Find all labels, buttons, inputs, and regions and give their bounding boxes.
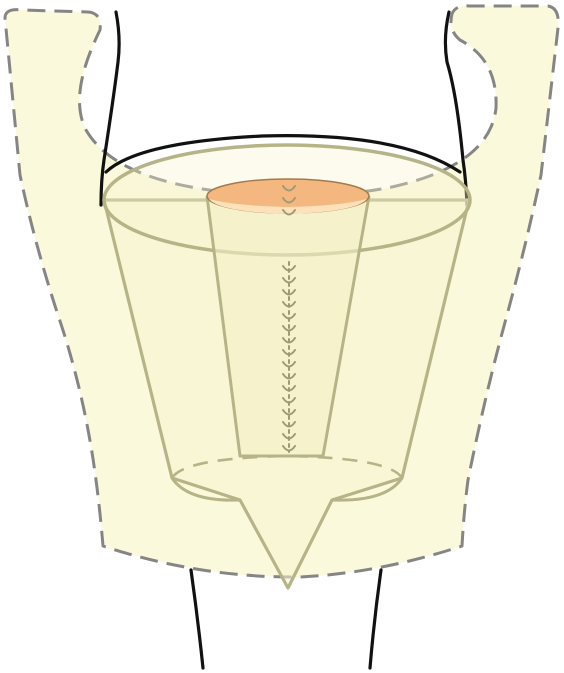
left-leg-line [191,570,203,668]
right-leg-line [370,570,381,668]
top-opening [207,179,369,214]
